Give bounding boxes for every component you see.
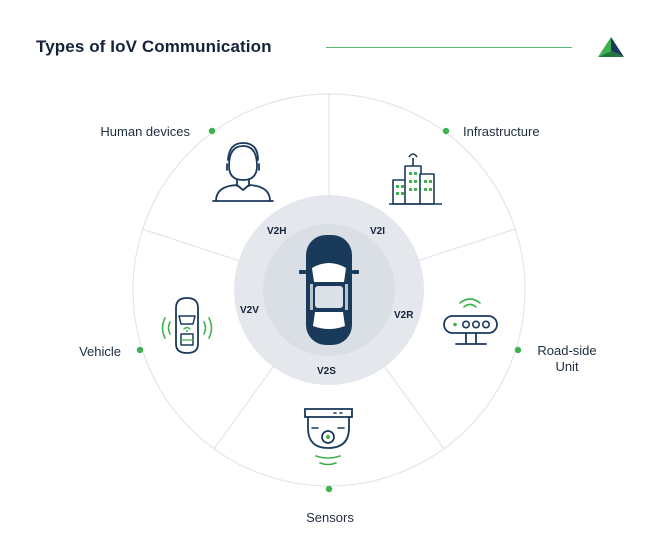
dot-vehicle [136, 346, 144, 354]
label-infrastructure: Infrastructure [463, 124, 540, 139]
title-divider [326, 47, 572, 48]
buildings-icon [389, 153, 442, 205]
car-signal-icon [161, 297, 213, 354]
code-v2r: V2R [394, 310, 414, 321]
camera-sensor-icon [304, 408, 353, 466]
dot-sensors [325, 485, 333, 493]
dot-human [208, 127, 216, 135]
label-human-devices: Human devices [100, 124, 190, 139]
dot-rsu [514, 346, 522, 354]
marker-dots [136, 127, 522, 493]
label-vehicle: Vehicle [79, 344, 121, 359]
code-v2i: V2I [370, 226, 386, 237]
dot-infrastructure [442, 127, 450, 135]
label-road-side-unit: Road-side Unit [537, 343, 597, 374]
code-v2v: V2V [240, 305, 259, 316]
person-icon [212, 142, 274, 202]
page-title: Types of IoV Communication [36, 37, 272, 56]
label-sensors: Sensors [306, 510, 354, 525]
brand-logo-icon [598, 37, 624, 57]
car-topview-icon [299, 235, 359, 345]
sector-dividers [141, 94, 516, 450]
roadside-unit-icon [443, 298, 498, 345]
code-v2h: V2H [267, 226, 287, 237]
code-v2s: V2S [317, 366, 336, 377]
